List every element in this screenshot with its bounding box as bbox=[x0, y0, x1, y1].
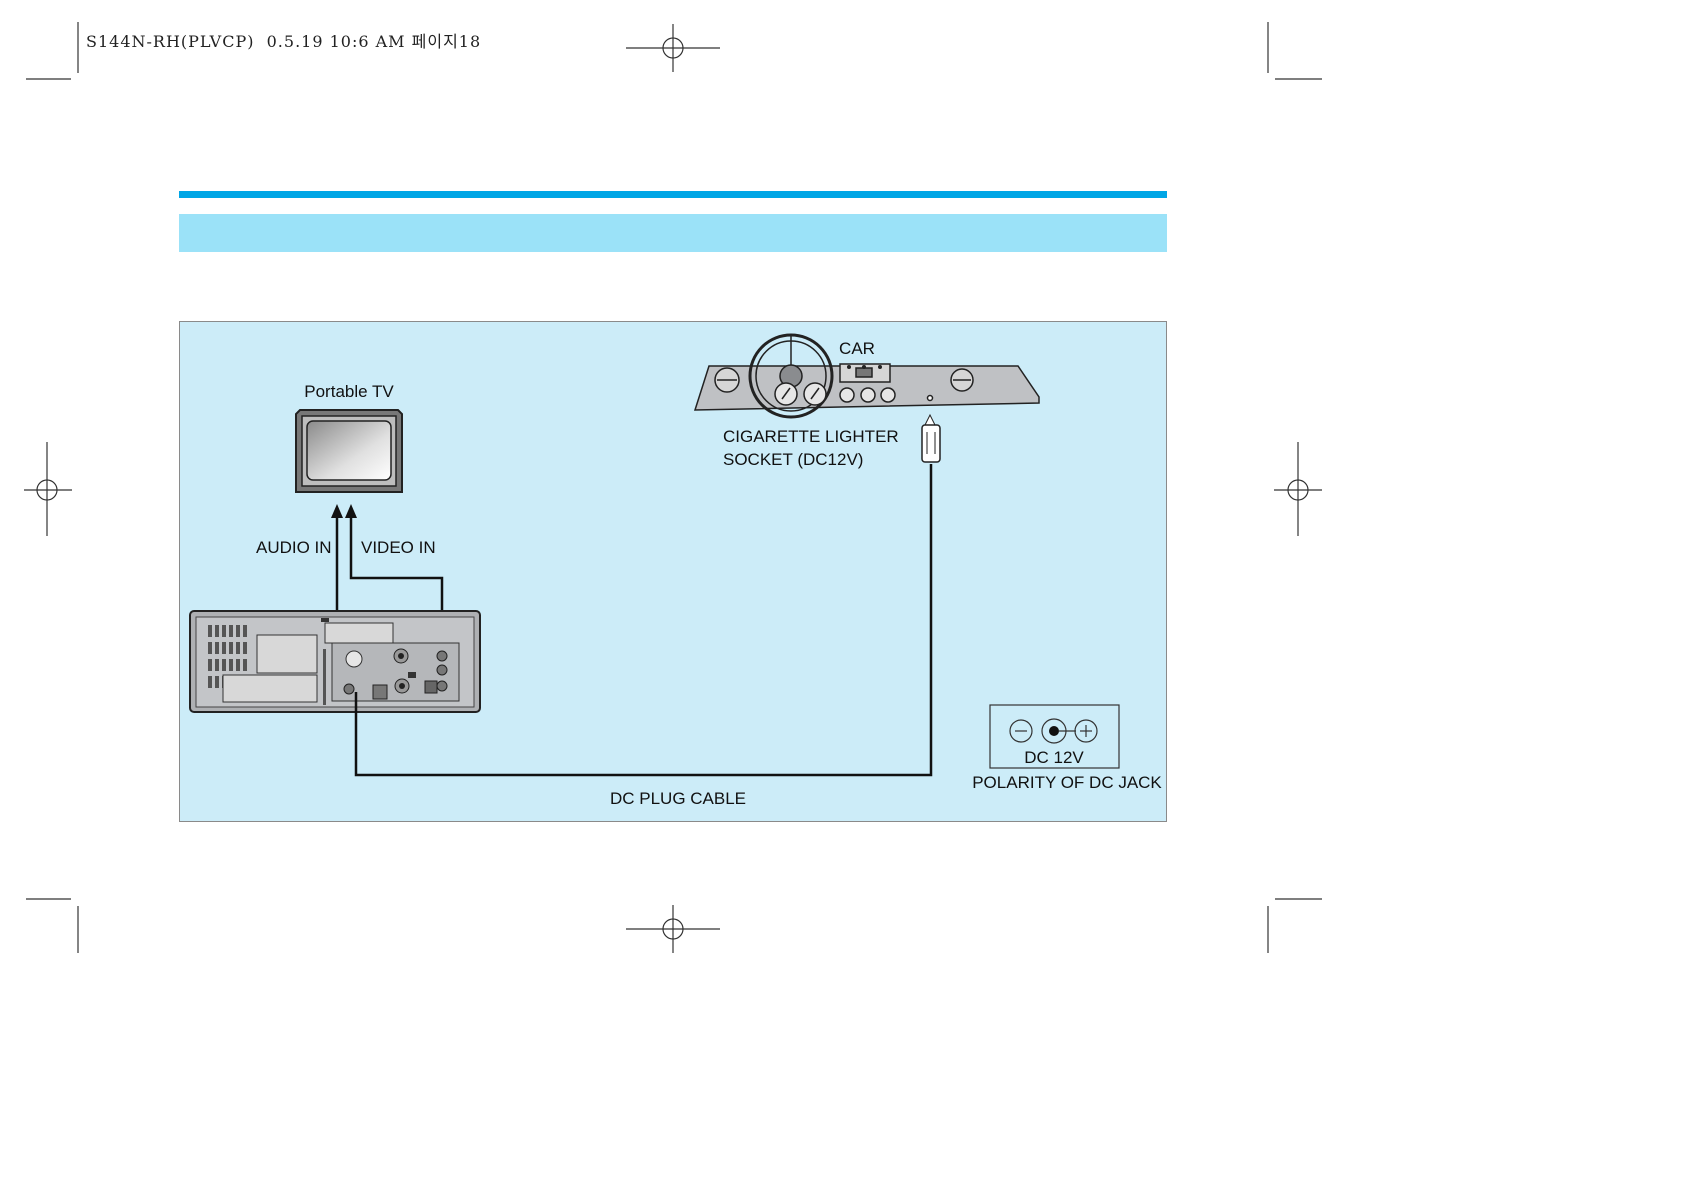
car-label: CAR bbox=[839, 339, 875, 358]
connection-diagram-graphic: Portable TV CAR CIGARETTE LIGHTER SOCKET… bbox=[180, 322, 1166, 821]
dc-12v-label: DC 12V bbox=[1024, 748, 1084, 767]
top-rule bbox=[179, 191, 1167, 198]
cigarette-lighter-label-line2: SOCKET (DC12V) bbox=[723, 450, 863, 469]
dc-plug-cable-label: DC PLUG CABLE bbox=[610, 789, 746, 808]
print-header: S144N-RH(PLVCP) 0.5.19 10:6 AM 페이지18 bbox=[86, 28, 481, 52]
portable-tv-graphic bbox=[296, 410, 402, 492]
video-in-label: VIDEO IN bbox=[361, 538, 436, 557]
title-band bbox=[179, 214, 1167, 252]
cigarette-lighter-label-line1: CIGARETTE LIGHTER bbox=[723, 427, 899, 446]
vcr-rear-panel-graphic bbox=[190, 611, 480, 712]
connection-diagram: Portable TV CAR CIGARETTE LIGHTER SOCKET… bbox=[179, 321, 1167, 822]
audio-in-label: AUDIO IN bbox=[256, 538, 332, 557]
portable-tv-label: Portable TV bbox=[304, 382, 394, 401]
cigarette-plug-graphic bbox=[922, 415, 940, 462]
polarity-label: POLARITY OF DC JACK bbox=[972, 773, 1162, 792]
